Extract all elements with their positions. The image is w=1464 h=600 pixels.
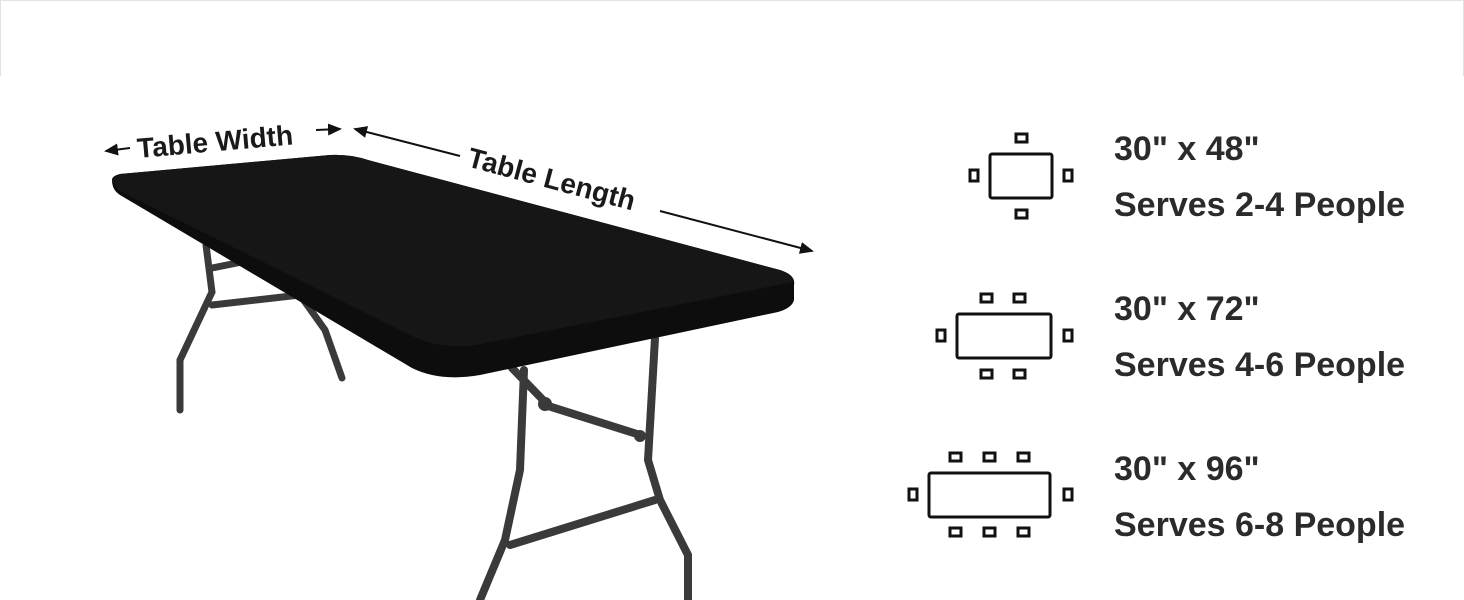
hinge <box>634 430 646 442</box>
top-frame <box>0 0 1464 76</box>
size-option-48: 30" x 48" Serves 2-4 People <box>900 126 1464 276</box>
seat <box>982 526 997 538</box>
table-outline <box>927 471 1052 519</box>
seat <box>1062 168 1074 183</box>
size-dimensions: 30" x 96" <box>1114 450 1260 488</box>
serves-count: Serves 4-6 People <box>1114 346 1406 384</box>
seat <box>979 368 994 380</box>
back-legs <box>176 241 346 414</box>
seat <box>1016 526 1031 538</box>
seat <box>935 328 947 343</box>
size-option-96: 30" x 96" Serves 6-8 People <box>900 446 1464 596</box>
seat <box>948 526 963 538</box>
table-outline <box>955 312 1053 360</box>
folding-table-illustration: Table Width Table Length <box>104 119 814 600</box>
length-arrow <box>353 126 814 254</box>
serves-count: Serves 6-8 People <box>1114 506 1406 544</box>
size-option-72: 30" x 72" Serves 4-6 People <box>900 286 1464 436</box>
seat <box>1012 292 1027 304</box>
seat <box>1062 328 1074 343</box>
serves-count: Serves 2-4 People <box>1114 186 1406 224</box>
front-legs <box>476 334 692 600</box>
seat <box>1014 208 1029 220</box>
seat <box>1012 368 1027 380</box>
seat <box>907 487 919 502</box>
seat <box>968 168 980 183</box>
seat <box>979 292 994 304</box>
tablecloth-top <box>112 154 795 378</box>
width-arrow <box>104 123 342 156</box>
size-dimensions: 30" x 72" <box>1114 290 1260 328</box>
size-dimensions: 30" x 48" <box>1114 130 1260 168</box>
seating-diagram-8 <box>907 451 1074 538</box>
seat <box>1014 132 1029 144</box>
table-outline <box>988 152 1054 200</box>
seat <box>948 451 963 463</box>
hinge <box>538 397 552 411</box>
table-width-label: Table Width <box>136 119 294 164</box>
seat <box>982 451 997 463</box>
seat <box>1062 487 1074 502</box>
seating-diagram-6 <box>935 292 1074 380</box>
seat <box>1016 451 1031 463</box>
seating-diagram-4 <box>968 132 1074 220</box>
